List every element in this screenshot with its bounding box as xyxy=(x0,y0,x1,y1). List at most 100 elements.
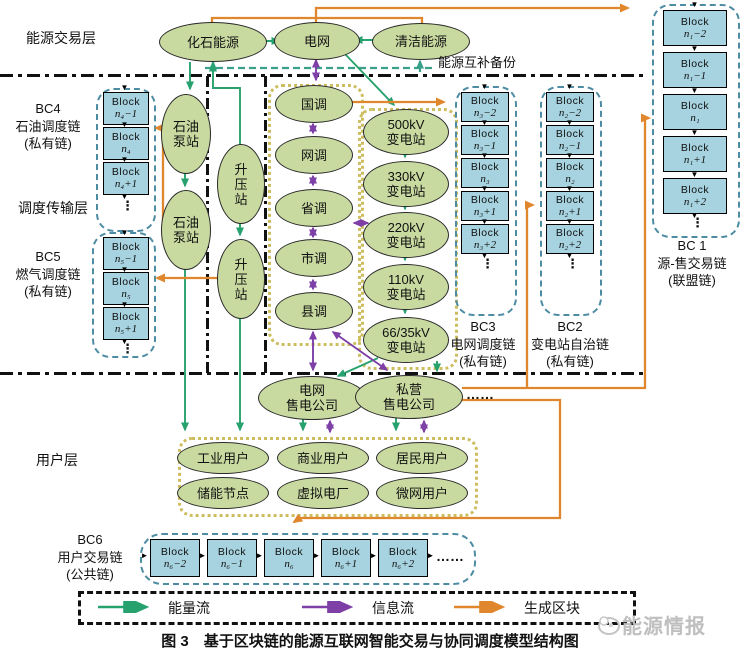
bc4-more: ⋮ xyxy=(121,198,134,213)
energy-flow-arrow-icon xyxy=(98,601,150,613)
layer-label-user: 用户层 xyxy=(36,452,78,468)
block-link-arrow-icon xyxy=(312,552,321,560)
block-link-arrow-icon xyxy=(120,156,129,164)
block-link-arrow-icon xyxy=(565,83,574,91)
block-link-arrow-icon xyxy=(480,83,489,91)
block-link-arrow-icon xyxy=(120,121,129,129)
block-link-arrow-icon xyxy=(690,171,699,179)
layer-label-dispatch: 调度传输层 xyxy=(18,200,88,216)
block-link-arrow-icon xyxy=(565,185,574,193)
node-provincial-dispatch: 省调 xyxy=(275,189,353,227)
block-link-arrow-icon xyxy=(198,552,207,560)
node-virtual-plant: 虚拟电厂 xyxy=(277,477,369,509)
layer-divider-bottom xyxy=(0,372,648,375)
block-link-arrow-icon xyxy=(690,45,699,53)
node-clean-energy: 清洁能源 xyxy=(372,23,470,60)
node-power-grid: 电网 xyxy=(274,22,360,60)
node-boost-station-2: 升压站 xyxy=(217,239,265,319)
bc4-label: BC4 石油调度链 (私有链) xyxy=(15,101,81,151)
watermark-logo-icon xyxy=(598,615,620,635)
block-link-arrow-icon xyxy=(140,552,149,560)
sellers-ellipsis: …… xyxy=(466,386,494,402)
bc1-label: BC 1 源-售交易链 (联盟链) xyxy=(657,238,727,288)
block-link-arrow-icon xyxy=(120,229,129,237)
layer-divider-top xyxy=(0,74,648,77)
block-link-arrow-icon xyxy=(480,218,489,226)
bc3-more: ⋮ xyxy=(481,256,494,271)
bc3-label: BC3 电网调度链 (私有链) xyxy=(450,319,516,369)
column-divider-right xyxy=(264,76,267,373)
block-link-arrow-icon xyxy=(690,1,699,9)
node-national-dispatch: 国调 xyxy=(275,85,353,123)
legend-energy-label: 能量流 xyxy=(168,600,210,616)
block-link-arrow-icon xyxy=(480,119,489,127)
block-link-arrow-icon xyxy=(369,552,378,560)
block-link-arrow-icon xyxy=(690,129,699,137)
node-industrial-user: 工业用户 xyxy=(177,442,269,474)
bc5-label: BC5 燃气调度链 (私有链) xyxy=(15,249,81,299)
bc6-label: BC6 用户交易链 (公共链) xyxy=(57,532,123,582)
node-commercial-user: 商业用户 xyxy=(277,442,369,474)
legend-blockgen-label: 生成区块 xyxy=(524,600,580,616)
layer-label-trading: 能源交易层 xyxy=(26,30,96,46)
block-link-arrow-icon xyxy=(480,152,489,160)
node-oil-pump-1: 石油泵站 xyxy=(161,94,211,174)
node-storage-node: 储能节点 xyxy=(177,477,269,509)
node-grid-dispatch: 网调 xyxy=(275,136,353,174)
block-link-arrow-icon xyxy=(255,552,264,560)
legend-info-label: 信息流 xyxy=(372,600,414,616)
block-gen-arrow-icon xyxy=(454,601,506,613)
block-link-arrow-icon xyxy=(120,301,129,309)
legend-box xyxy=(78,591,636,625)
node-fossil-energy: 化石能源 xyxy=(159,22,267,62)
bc6-more: …… xyxy=(436,548,464,564)
node-resident-user: 居民用户 xyxy=(376,442,468,474)
bc1-more: ⋮ xyxy=(691,215,704,230)
watermark: 能源情报 xyxy=(596,610,706,639)
bc2-label: BC2 变电站自治链 (私有链) xyxy=(530,319,609,369)
node-microgrid-user: 微网用户 xyxy=(376,477,468,509)
block-link-arrow-icon xyxy=(565,152,574,160)
annotation-backup: 能源互补备份 xyxy=(438,55,517,70)
info-flow-arrow-icon xyxy=(302,601,354,613)
block-link-arrow-icon xyxy=(690,87,699,95)
node-oil-pump-2: 石油泵站 xyxy=(161,190,211,270)
figure-caption: 图 3 基于区块链的能源互联网智能交易与协同调度模型结构图 xyxy=(161,633,579,650)
watermark-text: 能源情报 xyxy=(622,616,706,638)
bc5-more: ⋮ xyxy=(121,341,134,356)
node-grid-seller: 电网售电公司 xyxy=(258,376,366,420)
block-link-arrow-icon xyxy=(120,266,129,274)
user-layer-box xyxy=(178,437,478,517)
node-city-dispatch: 市调 xyxy=(275,239,353,277)
block-link-arrow-icon xyxy=(426,552,435,560)
block-link-arrow-icon xyxy=(565,119,574,127)
bc2-more: ⋮ xyxy=(566,256,579,271)
node-boost-station-1: 升压站 xyxy=(217,144,265,224)
block-link-arrow-icon xyxy=(565,218,574,226)
block-link-arrow-icon xyxy=(480,185,489,193)
